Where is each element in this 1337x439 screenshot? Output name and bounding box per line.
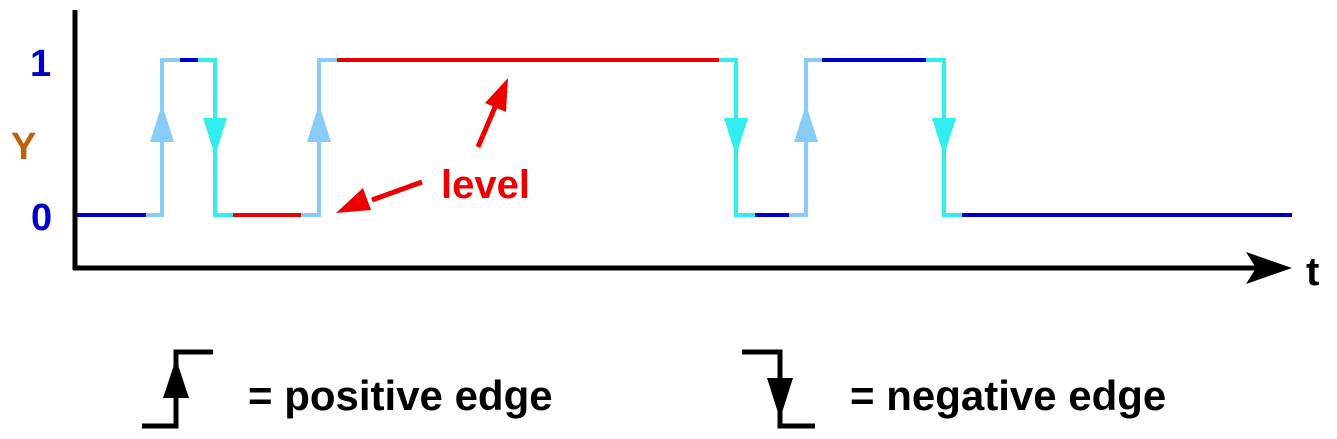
level-arrow-to-low xyxy=(336,179,423,213)
down-arrow-icon xyxy=(932,118,956,156)
level-arrow-to-high xyxy=(475,78,508,148)
legend-positive-edge-text: = positive edge xyxy=(248,372,553,419)
negative-edge-1 xyxy=(198,58,233,217)
negative-edge-2 xyxy=(719,58,755,217)
positive-edge-1 xyxy=(146,58,180,217)
up-arrow-icon xyxy=(163,359,189,398)
negative-edges xyxy=(198,58,962,217)
up-arrow-icon xyxy=(307,104,331,142)
down-arrow-icon xyxy=(767,378,793,419)
legend-negative-edge-text: = negative edge xyxy=(850,372,1167,419)
arrowhead-icon xyxy=(336,188,371,213)
y-tick-high-label: 1 xyxy=(30,43,52,85)
y-axis-label: Y xyxy=(11,126,37,168)
legend-positive-edge-symbol xyxy=(142,349,213,429)
y-tick-low-label: 0 xyxy=(31,197,53,239)
negative-edge-3 xyxy=(926,58,962,217)
down-arrow-icon xyxy=(724,118,748,156)
level-annotation-label: level xyxy=(441,163,530,207)
level-annotation-arrows xyxy=(336,78,508,213)
x-axis-arrowhead xyxy=(1246,252,1292,284)
arrowhead-icon xyxy=(485,78,508,112)
positive-edges xyxy=(146,58,822,217)
axes xyxy=(72,10,1292,284)
up-arrow-icon xyxy=(794,104,818,142)
highlighted-level-segments xyxy=(233,58,719,217)
down-arrow-icon xyxy=(203,118,227,156)
x-axis-label: t xyxy=(1306,250,1320,294)
positive-edge-3 xyxy=(789,58,822,217)
up-arrow-icon xyxy=(150,104,174,142)
positive-edge-2 xyxy=(301,58,337,217)
legend-negative-edge-symbol xyxy=(742,349,815,429)
